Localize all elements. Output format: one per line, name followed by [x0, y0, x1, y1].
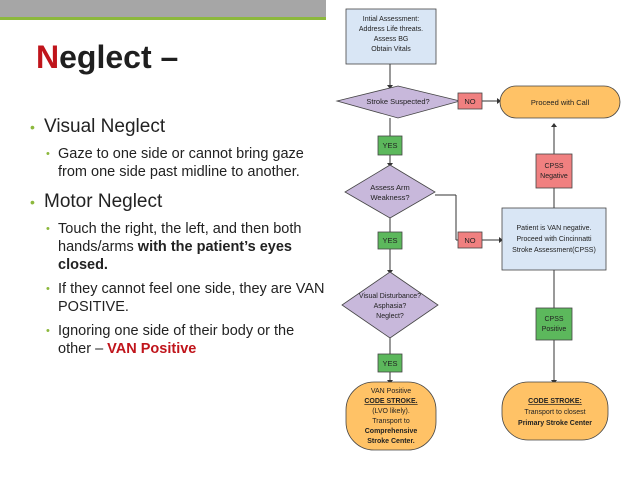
left-oval-line-5: Comprehensive [365, 428, 418, 435]
slide-title: Neglect – [36, 39, 178, 76]
van-positive-highlight: VAN Positive [107, 341, 197, 357]
yes-box-3 [377, 353, 403, 373]
cpss-negative-line-2: Negative [540, 173, 568, 180]
left-oval-line-3: (LVO likely). [372, 408, 410, 415]
proceed-call-text: Proceed with Call [531, 98, 590, 107]
van-negative-line-2: Proceed with Cincinnatti [516, 236, 592, 243]
bullet-motor-neglect: Motor Neglect [30, 191, 330, 213]
van-positive-oval [345, 381, 437, 451]
top-accent-bar [0, 0, 326, 17]
yes-label-1: YES [382, 141, 397, 150]
van-negative-line-3: Stroke Assessment(CPSS) [512, 247, 596, 254]
visual-dist-line-3: Neglect? [376, 313, 404, 320]
no-box-1 [457, 92, 483, 110]
no-box-2 [457, 231, 483, 249]
right-oval-line-2: Transport to closest [524, 409, 585, 416]
bullet-visual-neglect: Visual Neglect [30, 116, 330, 138]
stroke-suspected-decision [335, 85, 461, 119]
yes-label-2: YES [382, 236, 397, 245]
proceed-call-oval [499, 85, 621, 119]
cpss-negative-line-1: CPSS [544, 163, 563, 170]
cpss-negative-box [535, 153, 573, 189]
right-oval-line-3: Primary Stroke Center [518, 420, 592, 427]
assess-arm-line-1: Assess Arm [370, 183, 410, 192]
cpss-positive-line-2: Positive [542, 326, 567, 333]
yes-box-2 [377, 231, 403, 250]
assess-arm-decision [344, 164, 436, 219]
initial-line-3: Assess BG [374, 36, 409, 43]
cpss-positive-line-1: CPSS [544, 316, 563, 323]
sub-bullet-ignoring: Ignoring one side of their body or the o… [30, 322, 330, 358]
no-label-1: NO [464, 97, 475, 106]
left-oval-line-2: CODE STROKE. [364, 398, 417, 405]
yes-box-1 [377, 135, 403, 156]
cpss-positive-box [535, 307, 573, 341]
sub-bullet-touch-text: Touch the right, the left, and then both… [58, 221, 302, 255]
sub-bullet-touch-bold: with the patient’s eyes closed. [58, 239, 292, 273]
sub-bullet-ignoring-text: Ignoring one side of their body or the o… [58, 323, 295, 357]
van-negative-line-1: Patient is VAN negative. [517, 225, 592, 232]
code-stroke-oval [501, 381, 609, 441]
initial-assessment-box [345, 8, 437, 65]
initial-line-1: Intial Assessment: [363, 16, 419, 23]
initial-line-2: Address Life threats. [359, 26, 423, 33]
assess-arm-line-2: Weakness? [370, 193, 409, 202]
left-oval-line-4: Transport to [372, 418, 410, 425]
slide-content: Visual Neglect Gaze to one side or canno… [30, 116, 330, 364]
visual-disturbance-decision [341, 271, 439, 339]
top-accent-line [0, 17, 326, 20]
stroke-suspected-text: Stroke Suspected? [366, 97, 429, 106]
initial-line-4: Obtain Vitals [371, 46, 411, 53]
left-oval-line-1: VAN Positive [371, 388, 411, 395]
visual-dist-line-1: Visual Disturbance? [359, 293, 421, 300]
van-negative-box [501, 207, 607, 271]
title-rest: eglect – [59, 39, 179, 75]
yes-label-3: YES [382, 359, 397, 368]
sub-bullet-touch: Touch the right, the left, and then both… [30, 220, 330, 274]
right-oval-line-1: CODE STROKE: [528, 398, 582, 405]
no-label-2: NO [464, 236, 475, 245]
flowchart-svg: Intial Assessment: Address Life threats.… [335, 8, 621, 451]
left-oval-line-6: Stroke Center. [367, 438, 415, 445]
visual-dist-line-2: Asphasia? [374, 303, 407, 310]
sub-bullet-cannot-feel: If they cannot feel one side, they are V… [30, 280, 330, 316]
title-first-letter: N [36, 39, 60, 75]
sub-bullet-gaze: Gaze to one side or cannot bring gaze fr… [30, 145, 330, 181]
flowchart: Intial Assessment: Address Life threats.… [334, 0, 638, 454]
